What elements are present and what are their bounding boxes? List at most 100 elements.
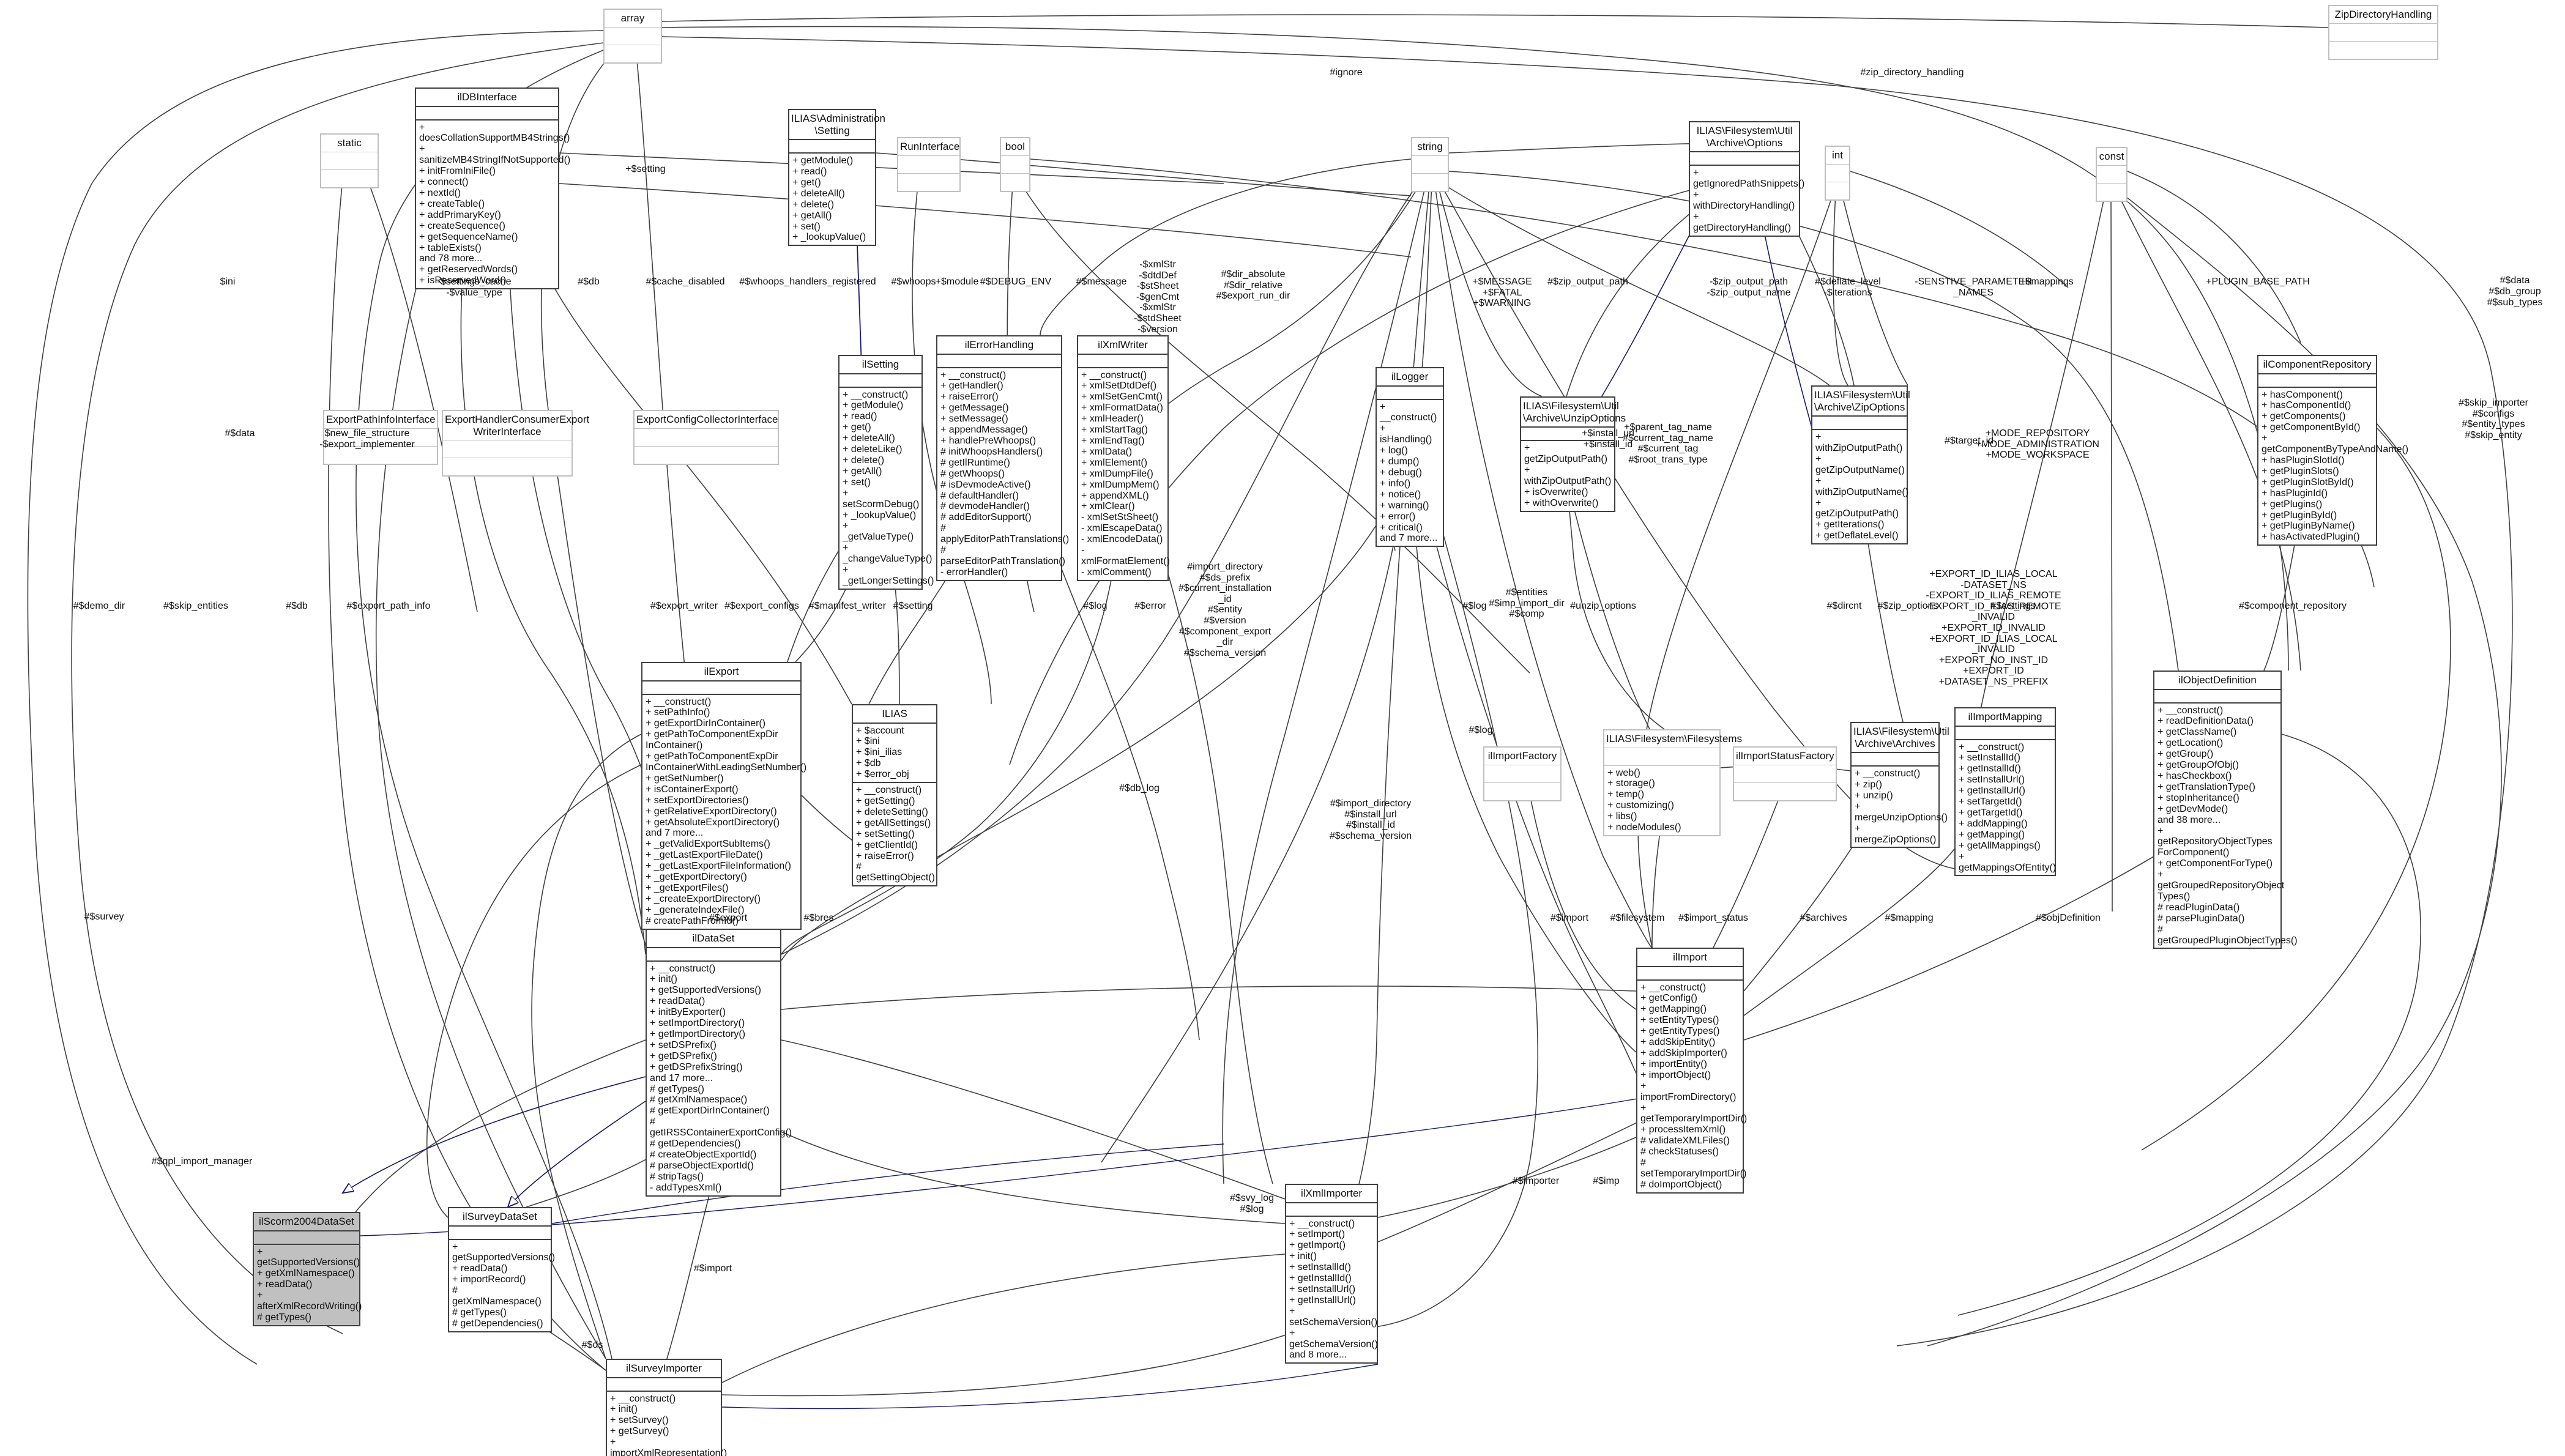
uml-class-bool[interactable]: bool	[1000, 137, 1030, 192]
class-title: ilXmlWriter	[1078, 336, 1167, 355]
class-operations: + __construct()+ setInstallId()+ getInst…	[1956, 740, 2056, 875]
operation-row: + raiseError()	[940, 392, 999, 403]
class-title: ilImport	[1637, 949, 1743, 967]
uml-class-ilArchiveArchives[interactable]: ILIAS\Filesystem\Util \Archive\Archives+…	[1850, 722, 1949, 849]
operation-row: + __construct()	[843, 389, 909, 400]
operation-row: + getPluginById()	[2262, 510, 2337, 521]
uml-class-int[interactable]: int	[1825, 146, 1850, 201]
operation-row: + getComponentById()	[2262, 422, 2361, 433]
uml-class-ilImport[interactable]: ilImport+ __construct()+ getConfig()+ ge…	[1636, 948, 1747, 1194]
uml-class-const[interactable]: const	[2096, 147, 2128, 202]
uml-class-ilImportMapping[interactable]: ilImportMapping+ __construct()+ setInsta…	[1954, 707, 2056, 877]
operation-row: + _getValidExportSubItems()	[646, 839, 770, 850]
uml-class-string[interactable]: string	[1411, 137, 1449, 192]
class-operations: + getModule()+ read()+ get()+ deleteAll(…	[789, 154, 875, 245]
operation-row: + getRepositoryObjectTypes	[2157, 825, 2273, 847]
uml-class-exportConfigCollectorInterface[interactable]: ExportConfigCollectorInterface	[633, 410, 779, 465]
uml-class-ilUnzipOptions[interactable]: ILIAS\Filesystem\Util \Archive\UnzipOpti…	[1520, 396, 1626, 512]
operation-row: + __construct()	[650, 963, 716, 974]
class-title: ExportHandlerConsumerExport WriterInterf…	[443, 411, 589, 441]
operation-row: ForComponent()	[2157, 847, 2230, 858]
uml-class-ilObjectDefinition[interactable]: ilObjectDefinition+ __construct()+ readD…	[2153, 670, 2298, 949]
edge-label: #$data	[2500, 275, 2530, 286]
uml-class-ILIAS[interactable]: ILIAS+ $account+ $ini+ $ini_ilias+ $db+ …	[852, 704, 937, 887]
uml-class-ilComponentRepository[interactable]: ilComponentRepository + hasComponent()+ h…	[2257, 355, 2408, 546]
class-title: ILIAS\Filesystem\Util \Archive\UnzipOpti…	[1521, 398, 1626, 428]
operation-row: + getSchemaVersion()	[1289, 1328, 1378, 1350]
edge-label: #$svy_log #$log	[1229, 1193, 1275, 1214]
uml-class-ilZipOptions[interactable]: ILIAS\Filesystem\Util \Archive\ZipOption…	[1811, 385, 1910, 545]
edge-label: #$dir_absolute #$dir_relative #$export_r…	[1216, 269, 1290, 302]
uml-class-exportHandlerConsumerExportWriterInterface[interactable]: ExportHandlerConsumerExport WriterInterf…	[442, 410, 589, 477]
class-operations: + __construct()+ isHandling()+ log()+ du…	[1377, 400, 1443, 546]
uml-class-ilImportStatusFactory[interactable]: ilImportStatusFactory	[1733, 746, 1837, 801]
operation-row: and 8 more...	[1289, 1350, 1347, 1361]
operation-row: + __construct()	[1959, 741, 2025, 752]
uml-class-zipDirectoryHandling[interactable]: ZipDirectoryHandling	[2328, 5, 2438, 60]
uml-class-ilSetting[interactable]: ilSetting+ __construct()+ getModule()+ r…	[838, 355, 934, 590]
class-title: ilComponentRepository	[2258, 356, 2376, 374]
uml-class-ilSurveyImporter[interactable]: ilSurveyImporter+ __construct()+ init()+…	[606, 1359, 728, 1456]
class-operations	[2329, 42, 2437, 59]
operation-row: + setSetting()	[856, 828, 915, 839]
operation-row: # initWhoopsHandlers()	[940, 446, 1043, 457]
uml-class-runInterface[interactable]: RunInterface	[897, 137, 961, 192]
class-operations: + getIgnoredPathSnippets()+ withDirector…	[1690, 166, 1804, 235]
operation-row: + read()	[843, 411, 877, 422]
operation-row: + createSequence()	[419, 220, 505, 231]
edge-label: #$survey	[84, 912, 124, 922]
uml-class-ilArchiveOptions[interactable]: ILIAS\Filesystem\Util \Archive\Options + …	[1689, 121, 1804, 237]
operation-row: # readPluginData()	[2157, 902, 2240, 913]
operation-row: # parseObjectExportId()	[650, 1160, 754, 1171]
operation-row: + _getLongerSettings()	[843, 565, 934, 586]
operation-row: - xmlEscapeData()	[1081, 523, 1163, 534]
operation-row: + customizing()	[1607, 800, 1674, 811]
operation-row: # validateXMLFiles()	[1640, 1135, 1730, 1146]
operation-row: + getZipOutputPath()	[1815, 497, 1899, 519]
class-attributes	[1001, 156, 1029, 174]
edge-label: #$export_path_info	[346, 601, 431, 611]
operation-row: # devmodeHandler()	[940, 501, 1030, 512]
operation-row: + getClientId()	[856, 839, 918, 850]
class-title: const	[2097, 148, 2126, 166]
uml-class-ilImportFactory[interactable]: ilImportFactory	[1483, 746, 1562, 801]
operation-row: + xmlData()	[1081, 446, 1133, 457]
operation-row: + addPrimaryKey()	[419, 209, 501, 220]
uml-class-ilDBInterface[interactable]: ilDBInterface+ doesCollationSupportMB4St…	[415, 87, 570, 290]
edge-label: #$importer	[1512, 1176, 1560, 1186]
operation-row: and 17 more...	[650, 1072, 713, 1083]
class-operations: + hasComponent()+ hasComponentId()+ getC…	[2258, 388, 2408, 545]
uml-class-ilDataSet[interactable]: ilDataSet+ __construct()+ init()+ getSup…	[646, 929, 792, 1197]
operation-row: # getTypes()	[257, 1312, 311, 1323]
uml-class-ilArchiveFilesystems[interactable]: ILIAS\Filesystem\Filesystems+ web()+ sto…	[1603, 729, 1742, 836]
uml-class-ilXmlWriter[interactable]: ilXmlWriter+ __construct()+ xmlSetDtdDef…	[1077, 335, 1170, 581]
operation-row: + __construct()	[1855, 768, 1921, 779]
class-title: ILIAS\Filesystem\Util \Archive\Options	[1690, 122, 1799, 153]
uml-class-ilExport[interactable]: ilExport+ __construct()+ setPathInfo()+ …	[641, 662, 806, 930]
class-attributes	[642, 682, 800, 695]
uml-class-array[interactable]: array	[603, 9, 662, 64]
uml-class-ilAdministrationSetting[interactable]: ILIAS\Administration \Setting+ getModule…	[788, 109, 885, 247]
operation-row: + importEntity()	[1640, 1058, 1707, 1069]
operation-row: # getXmlNamespace()	[650, 1094, 748, 1105]
uml-class-ilSurveyDataSet[interactable]: ilSurveyDataSet+ getSupportedVersions()+…	[448, 1207, 555, 1332]
uml-class-ilXmlImporter[interactable]: ilXmlImporter+ __construct()+ setImport(…	[1285, 1184, 1378, 1364]
uml-class-exportPathInfoInterface[interactable]: ExportPathInfoInterface	[323, 410, 438, 465]
edge-label: #$deflate_level -$iterations	[1815, 277, 1881, 298]
operation-row: + setInstallUrl()	[1289, 1283, 1356, 1294]
operation-row: + getSupportedVersions()	[650, 985, 761, 996]
uml-class-ilLogger[interactable]: ilLogger+ __construct()+ isHandling()+ l…	[1376, 367, 1444, 548]
operation-row: # getTypes()	[452, 1307, 507, 1318]
operation-row: + raiseError()	[856, 850, 914, 861]
uml-class-static[interactable]: static	[320, 133, 379, 188]
operation-row: + importXmlRepresentation()	[610, 1437, 728, 1456]
uml-class-ilErrorHandling[interactable]: ilErrorHandling+ __construct()+ getHandl…	[936, 335, 1069, 581]
operation-row: + hasPluginId()	[2262, 488, 2328, 499]
class-title: ILIAS\Filesystem\Util \Archive\ZipOption…	[1812, 387, 1910, 417]
edge-label: #$demo_dir	[73, 601, 125, 611]
uml-class-ilScorm2004DataSet[interactable]: ilScorm2004DataSet+ getSupportedVersions…	[253, 1212, 362, 1326]
operation-row: + xmlEndTag()	[1081, 435, 1145, 446]
operation-row: + error()	[1380, 511, 1416, 522]
operation-row: and 78 more...	[419, 253, 483, 264]
edge-label: #$manifest_writer	[808, 601, 887, 611]
